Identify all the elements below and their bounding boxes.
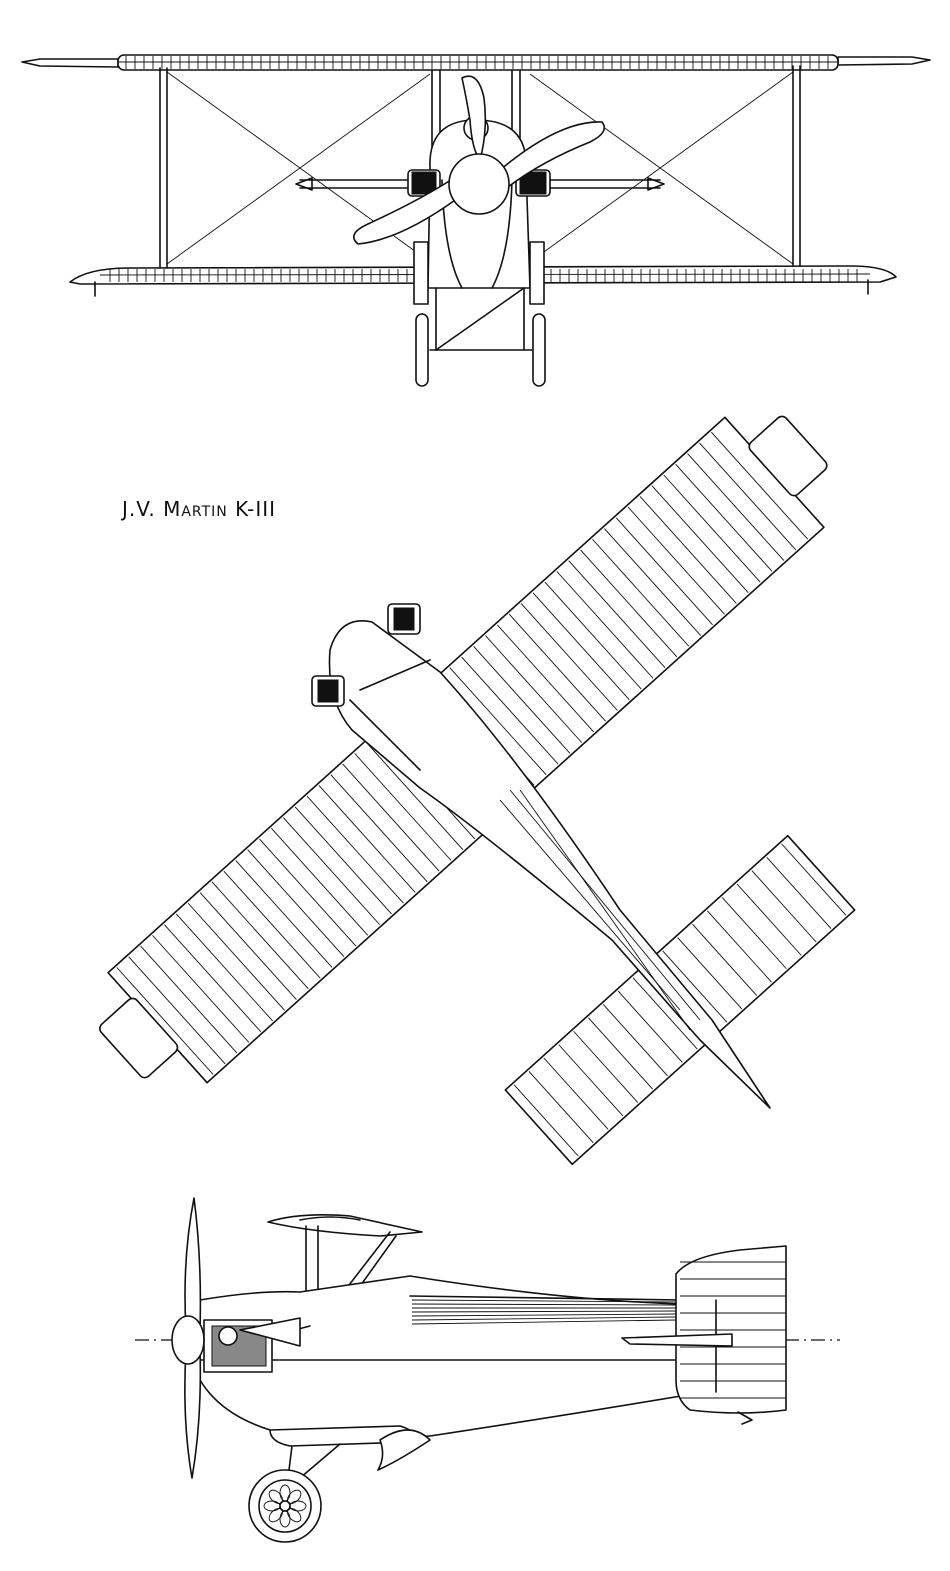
side-upper-wing (267, 1214, 423, 1237)
wheel (248, 1469, 322, 1543)
front-view (21, 54, 931, 387)
landing-gear (413, 241, 546, 387)
top-fuselage (311, 603, 771, 1109)
side-propeller (171, 1197, 205, 1479)
side-fuselage (199, 1275, 717, 1441)
upper-wing (21, 54, 931, 71)
propeller (352, 75, 606, 245)
side-view (135, 1197, 840, 1543)
side-tail (621, 1245, 787, 1425)
side-lower-wing (269, 1425, 431, 1479)
drawing-title: J.V. Martin K-III (122, 497, 277, 521)
top-view (99, 415, 856, 1166)
radiators (295, 169, 665, 197)
